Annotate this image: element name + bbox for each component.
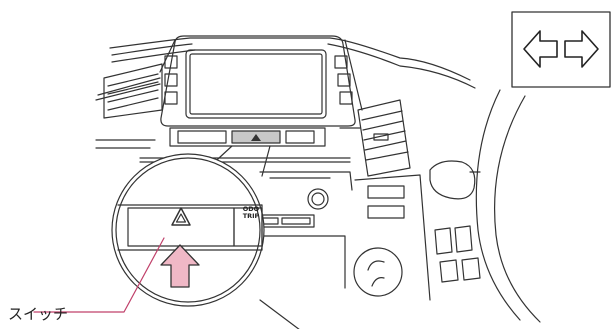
switch-callout-label: スイッチ (8, 303, 68, 324)
odo-trip-label: ODO TRIP (240, 206, 262, 220)
toggle-box (512, 12, 610, 87)
hazard-switch-strip (170, 128, 325, 146)
trip-text: TRIP (240, 213, 262, 220)
shift-knob (354, 248, 402, 296)
steering-wheel (430, 90, 540, 322)
center-vent (358, 100, 410, 176)
right-side-panel (355, 175, 480, 300)
navigation-screen (161, 36, 355, 126)
